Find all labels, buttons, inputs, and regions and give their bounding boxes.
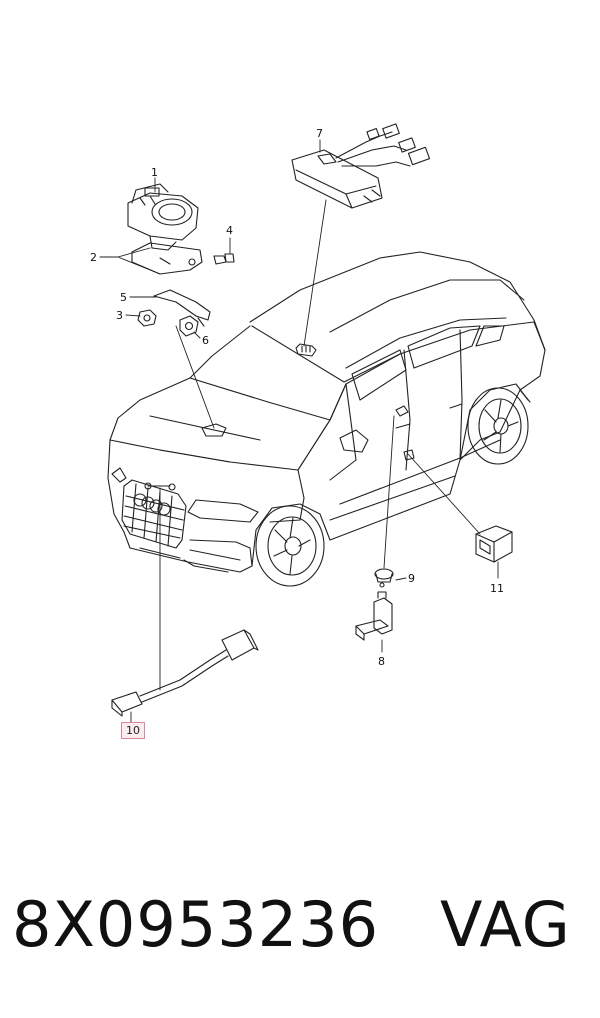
grille-harness	[144, 482, 176, 491]
nut	[137, 309, 157, 327]
callout-6: 6	[202, 334, 209, 347]
windshield-sensor	[295, 343, 317, 357]
callout-7: 7	[316, 127, 323, 140]
brand-label: VAG	[440, 888, 571, 961]
control-unit	[291, 123, 431, 209]
leader-lines	[99, 139, 499, 723]
callout-3: 3	[116, 309, 123, 322]
callout-11: 11	[490, 582, 504, 595]
callout-2: 2	[90, 251, 97, 264]
contact-switch	[355, 591, 393, 641]
callout-9: 9	[408, 572, 415, 585]
callout-4: 4	[226, 224, 233, 237]
callout-10-highlight: 10	[121, 722, 145, 739]
horn-unit	[127, 183, 199, 251]
door-switch	[395, 405, 415, 461]
horn-bracket	[131, 242, 203, 275]
car-body	[107, 251, 546, 587]
switch-11	[475, 525, 513, 563]
callout-1: 1	[151, 166, 158, 179]
grommet	[374, 568, 394, 588]
callout-5: 5	[120, 291, 127, 304]
screw	[213, 253, 235, 265]
callout-8: 8	[378, 655, 385, 668]
part-number: 8X0953236	[12, 888, 380, 961]
holder-strap	[153, 289, 211, 327]
wiring-harness	[111, 629, 259, 717]
flange-nut	[179, 315, 199, 337]
hood-sensor	[201, 423, 227, 437]
